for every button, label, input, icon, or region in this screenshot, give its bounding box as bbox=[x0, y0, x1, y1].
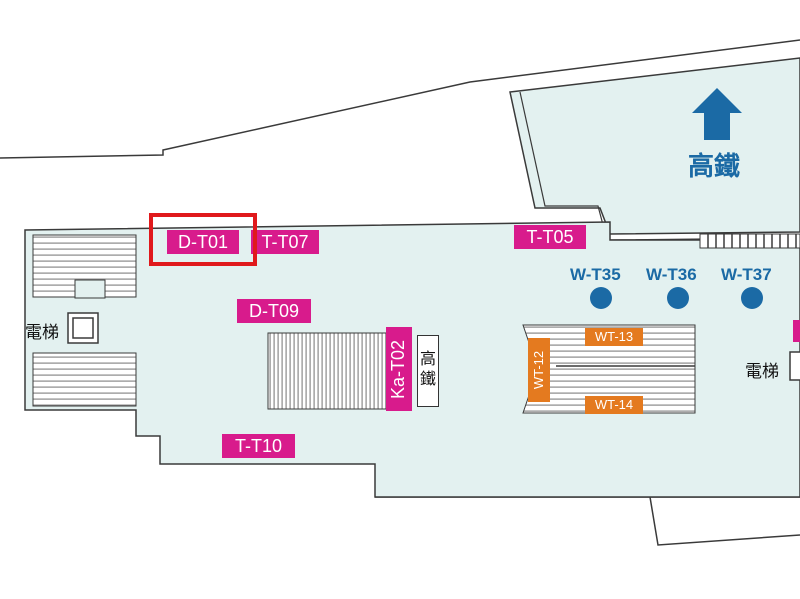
up-arrow-icon bbox=[692, 88, 742, 140]
gate-label-wt-13: WT-13 bbox=[585, 328, 643, 346]
gate-label-wt-12: WT-12 bbox=[528, 338, 550, 402]
escalator-icon bbox=[32, 352, 137, 407]
gate-label-t-t10: T-T10 bbox=[222, 434, 295, 458]
gate-label-t-t05: T-T05 bbox=[514, 225, 586, 249]
building-outline-lower bbox=[375, 496, 800, 546]
building-outline bbox=[0, 39, 800, 159]
escalator-icon bbox=[267, 332, 387, 410]
elevator-label-left: 電梯 bbox=[25, 323, 59, 343]
gate-label-t-t07: T-T07 bbox=[251, 230, 319, 254]
gate-label-d-t01: D-T01 bbox=[167, 230, 239, 254]
gate-label-ka-t02-text: Ka-T02 bbox=[388, 339, 409, 399]
gate-label-w-t35: W-T35 bbox=[570, 265, 621, 284]
thsr-side-sign: 高 鐵 bbox=[417, 335, 439, 407]
elevator-label-right: 電梯 bbox=[745, 362, 779, 382]
gate-label-wt-12-text: WT-12 bbox=[531, 350, 547, 390]
gate-label-w-t37: W-T37 bbox=[721, 265, 772, 284]
elevator-icon bbox=[789, 351, 800, 381]
gate-dot-w-t37 bbox=[741, 287, 763, 309]
thsr-direction-label: 高鐵 bbox=[688, 152, 741, 182]
gate-label-ka-t02: Ka-T02 bbox=[386, 327, 412, 411]
highlight-box-d-t01 bbox=[149, 213, 257, 266]
turnstile-icon bbox=[699, 233, 800, 249]
gate-label-wt-14: WT-14 bbox=[585, 396, 643, 414]
thsr-side-char-1: 高 bbox=[419, 349, 436, 368]
gate-label-w-t36: W-T36 bbox=[646, 265, 697, 284]
gate-label-d-t09: D-T09 bbox=[237, 299, 311, 323]
thsr-side-char-2: 鐵 bbox=[419, 369, 436, 388]
gate-dot-w-t36 bbox=[667, 287, 689, 309]
thsr-area bbox=[509, 57, 800, 235]
gate-dot-w-t35 bbox=[590, 287, 612, 309]
